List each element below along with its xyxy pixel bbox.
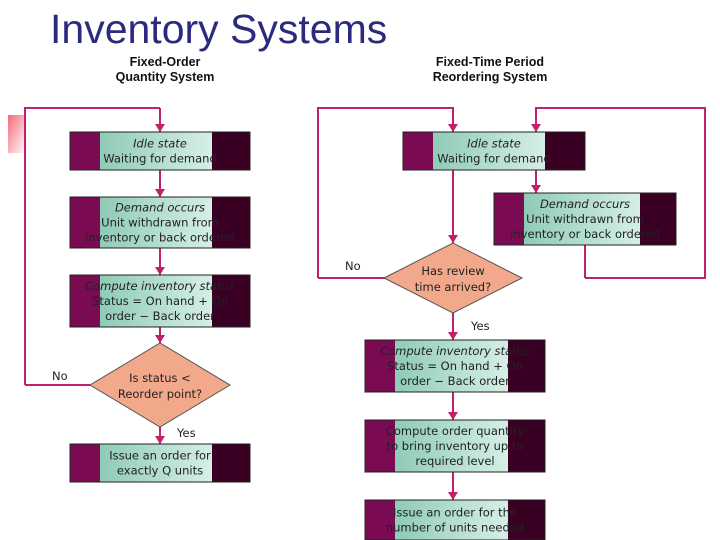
connector xyxy=(24,107,160,385)
decision-text: Reorder point? xyxy=(118,387,202,401)
box-text: Waiting for demand xyxy=(437,152,551,166)
box-text: Compute order quantity xyxy=(386,424,525,438)
arrow-head xyxy=(155,436,165,444)
box-text: inventory or back ordered xyxy=(510,227,660,241)
right-heading-line: Reordering System xyxy=(432,70,548,84)
right-heading-line: Fixed-Time Period xyxy=(435,55,545,69)
box-text: Unit withdrawn from xyxy=(526,212,644,226)
left-heading: Fixed-Order Quantity System xyxy=(80,55,250,85)
left-heading-line: Fixed-Order xyxy=(129,55,201,69)
box-text: order − Back order xyxy=(105,309,215,323)
box-text: number of units needed xyxy=(386,521,524,535)
decision-text: Has review xyxy=(421,264,484,278)
arrow-head xyxy=(448,492,458,500)
connector xyxy=(535,107,706,279)
right-no-label: No xyxy=(345,259,361,273)
box-text: required level xyxy=(415,454,494,468)
box-text: Demand occurs xyxy=(540,197,630,211)
arrow-head xyxy=(155,267,165,275)
box-text: Idle state xyxy=(467,137,521,151)
arrow-head xyxy=(531,124,541,132)
box-text: Issue an order for xyxy=(109,449,211,463)
slide-title: Inventory Systems xyxy=(50,6,388,52)
box-text: Compute inventory status xyxy=(85,279,235,293)
box-text: Status = On hand + On xyxy=(387,359,523,373)
box-text: inventory or back ordered xyxy=(85,231,235,245)
arrow-head xyxy=(155,335,165,343)
box-text: Unit withdrawn from xyxy=(101,216,219,230)
right-heading: Fixed-Time Period Reordering System xyxy=(400,55,580,85)
box-text: Idle state xyxy=(133,137,187,151)
arrow-head xyxy=(531,185,541,193)
box-text: order − Back order xyxy=(400,374,510,388)
box-text: Demand occurs xyxy=(115,201,205,215)
decision-text: time arrived? xyxy=(415,280,491,294)
box-text: to bring inventory up to xyxy=(387,439,524,453)
arrow-head xyxy=(155,189,165,197)
decision-text: Is status < xyxy=(129,371,191,385)
right-decision: Has review time arrived? xyxy=(382,242,524,314)
box-text: Status = On hand + On xyxy=(92,294,228,308)
connector xyxy=(317,107,454,278)
arrow-head xyxy=(448,412,458,420)
decorative-bar xyxy=(8,115,26,153)
left-yes-label: Yes xyxy=(176,426,196,440)
left-no-label: No xyxy=(52,369,68,383)
arrow-head xyxy=(155,124,165,132)
left-heading-line: Quantity System xyxy=(115,70,215,84)
box-text: Waiting for demand xyxy=(103,152,217,166)
box-text: exactly Q units xyxy=(117,464,203,478)
left-decision: Is status < Reorder point? xyxy=(89,342,231,428)
box-text: Compute inventory status xyxy=(380,344,530,358)
box-text: Issue an order for the xyxy=(393,506,517,520)
right-yes-label: Yes xyxy=(470,319,490,333)
arrow-head xyxy=(448,124,458,132)
arrow-head xyxy=(448,235,458,243)
arrow-head xyxy=(448,332,458,340)
connector-lines xyxy=(24,107,706,500)
